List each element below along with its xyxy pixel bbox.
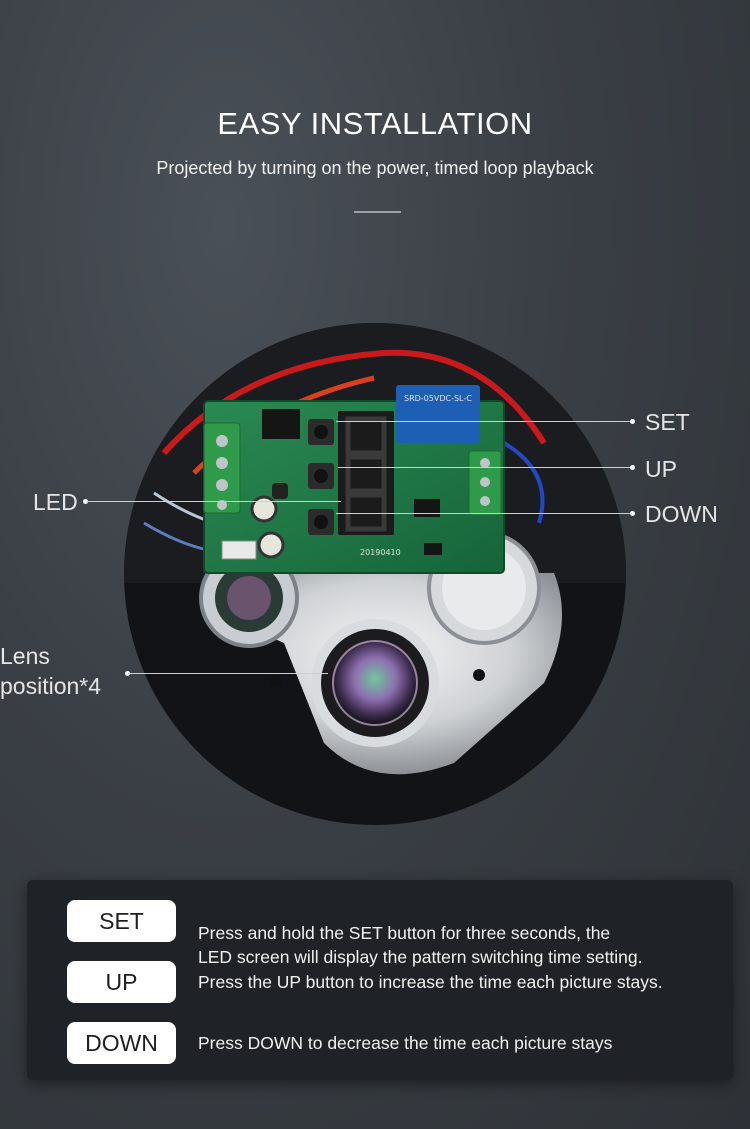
lens-callout-label-line2: position*4 [0, 673, 102, 699]
up-callout-dot [630, 465, 635, 470]
set-instruction-line2: LED screen will display the pattern swit… [198, 947, 643, 967]
down-callout-label: DOWN [645, 501, 718, 527]
set-callout-label: SET [645, 409, 690, 435]
relay-label: SRD-05VDC-SL-C [404, 394, 472, 403]
lens-callout-line [128, 673, 328, 674]
led-callout-dot [83, 499, 88, 504]
instruction-panel: SET Press and hold the SET button for th… [27, 880, 733, 1080]
set-button-label: SET [67, 900, 176, 942]
set-instruction-line1: Press and hold the SET button for three … [198, 923, 611, 943]
down-callout-line [336, 513, 632, 514]
lens-callout-dot [125, 671, 130, 676]
up-button-label: UP [67, 961, 176, 1003]
led-callout-line [86, 501, 341, 502]
up-callout-line [338, 467, 632, 468]
down-button-label: DOWN [67, 1022, 176, 1064]
title-divider [354, 211, 401, 213]
down-callout-dot [630, 511, 635, 516]
page-title: EASY INSTALLATION [217, 106, 533, 141]
set-callout-line [336, 421, 632, 422]
set-callout-dot [630, 419, 635, 424]
page-subtitle: Projected by turning on the power, timed… [156, 158, 594, 178]
up-callout-label: UP [645, 456, 677, 482]
led-callout-label: LED [33, 489, 78, 515]
lens-callout-label-line1: Lens [0, 643, 50, 669]
product-photo: SRD-05VDC-SL-C 20190410 [124, 323, 626, 825]
pcb-label: 20190410 [360, 548, 401, 557]
up-instruction-text: Press the UP button to increase the time… [198, 972, 663, 992]
down-instruction-text: Press DOWN to decrease the time each pic… [198, 1033, 613, 1053]
